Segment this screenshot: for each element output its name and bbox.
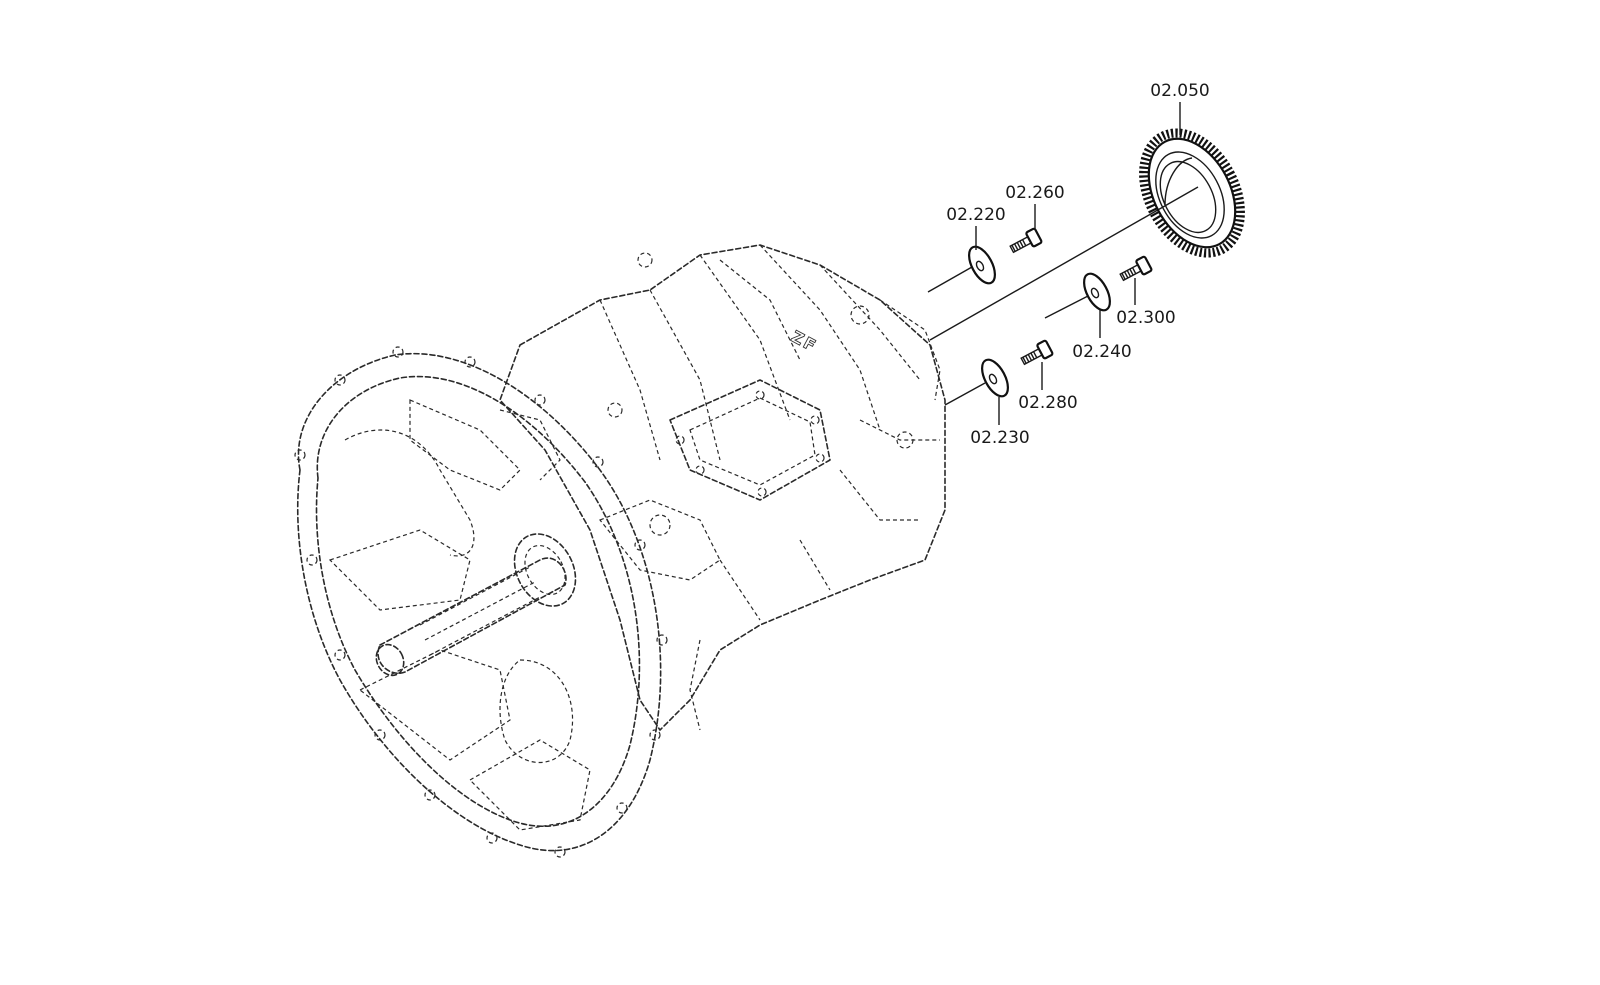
callout-02220: 02.220: [946, 205, 1005, 225]
callout-02230: 02.230: [970, 428, 1029, 448]
bolt-02280-icon: [1020, 339, 1054, 366]
callout-02300: 02.300: [1116, 308, 1175, 328]
callout-02240: 02.240: [1072, 342, 1131, 362]
callout-02280: 02.280: [1018, 393, 1077, 413]
assembly-axis-lines: [927, 186, 1199, 406]
transmission-housing-icon: ZF: [294, 244, 946, 858]
housing-marking: ZF: [788, 327, 820, 356]
bolt-02300-icon: [1119, 255, 1153, 282]
bolt-02260-icon: [1009, 227, 1043, 254]
washer-02230-icon: [981, 358, 1009, 398]
callout-02050: 02.050: [1150, 81, 1209, 101]
callout-02260: 02.260: [1005, 183, 1064, 203]
callout-labels: 02.050 02.260 02.220 02.300 02.240 02.28…: [946, 81, 1209, 448]
gear-ring-icon: [1139, 128, 1245, 258]
washer-02240-icon: [1083, 272, 1111, 312]
washer-02220-icon: [968, 245, 996, 285]
callout-leaders: [975, 102, 1181, 425]
